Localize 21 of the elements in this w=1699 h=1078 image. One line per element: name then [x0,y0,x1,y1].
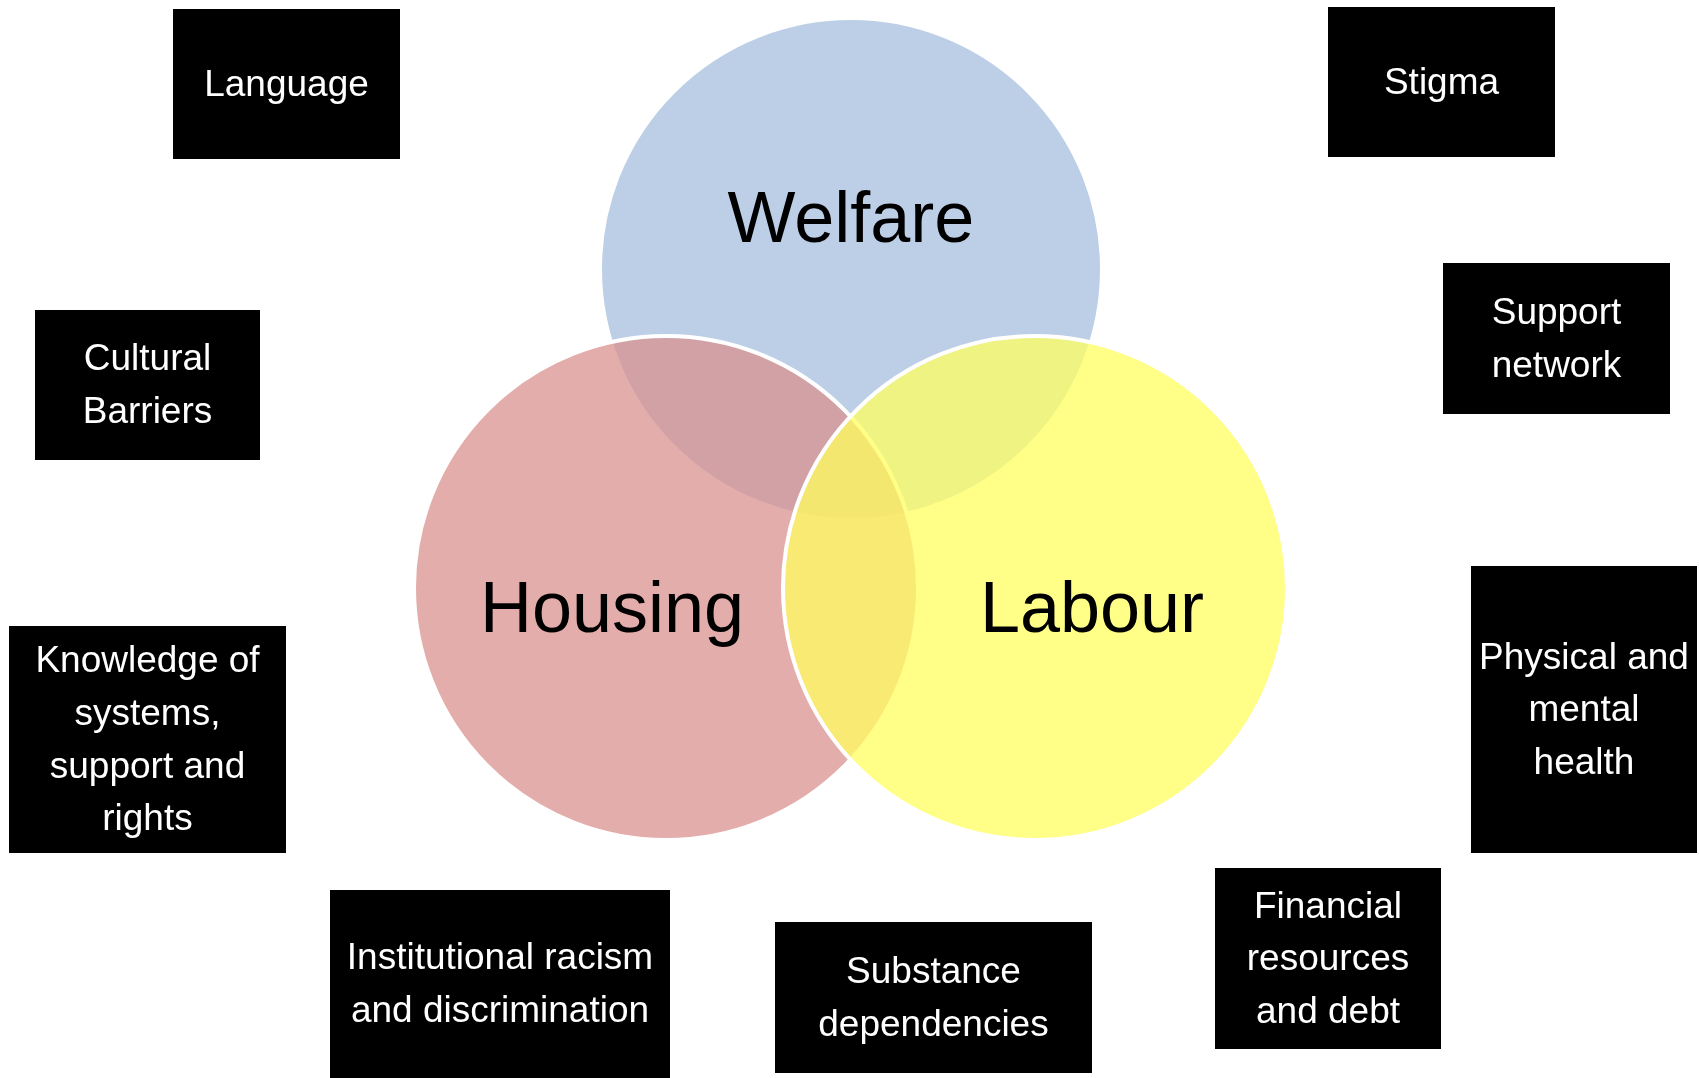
box-label: Cultural Barriers [81,336,214,433]
box-label: Financial resources and debt [1245,883,1411,1033]
box-label: Institutional racism and discrimination [345,935,655,1032]
box-label: Language [204,61,369,106]
label-box [1328,7,1555,157]
label-box [1215,868,1441,1049]
label-box [35,310,260,460]
label-box [1443,263,1670,414]
label-box [775,922,1092,1073]
label-box [330,890,670,1078]
label-box [1471,566,1697,853]
circle-label: Labour [979,566,1205,648]
box-label: Physical and mental health [1478,634,1690,784]
box-label: Stigma [1383,59,1500,104]
circle-label: Housing [479,566,745,648]
label-box [173,9,400,159]
box-label: Substance dependencies [817,948,1050,1046]
box-label: Support network [1490,289,1623,387]
box-label: Knowledge of systems, support and rights [34,638,261,841]
label-box [9,626,286,853]
circle-label: Welfare [727,176,975,258]
